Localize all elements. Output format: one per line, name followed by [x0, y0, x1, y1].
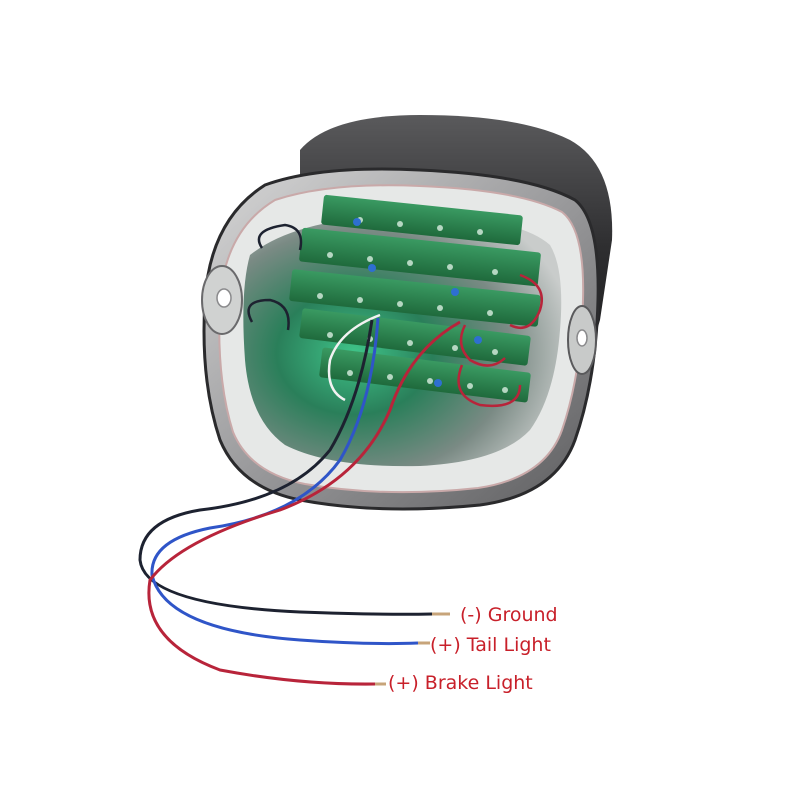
- internal-wiring: [247, 223, 543, 408]
- wire-tail: [150, 317, 419, 646]
- led-circuit-boards: [289, 194, 541, 403]
- tail-light-wire-label: (+) Tail Light: [430, 634, 551, 656]
- ground-wire-label: (-) Ground: [460, 604, 558, 626]
- brake-light-wire-label: (+) Brake Light: [388, 672, 533, 694]
- wire-brake: [147, 320, 461, 686]
- wire-ground: [138, 319, 433, 616]
- mounting-tab-left: [201, 265, 243, 335]
- mounting-tab-right: [567, 305, 597, 375]
- wire-tips: [375, 612, 450, 686]
